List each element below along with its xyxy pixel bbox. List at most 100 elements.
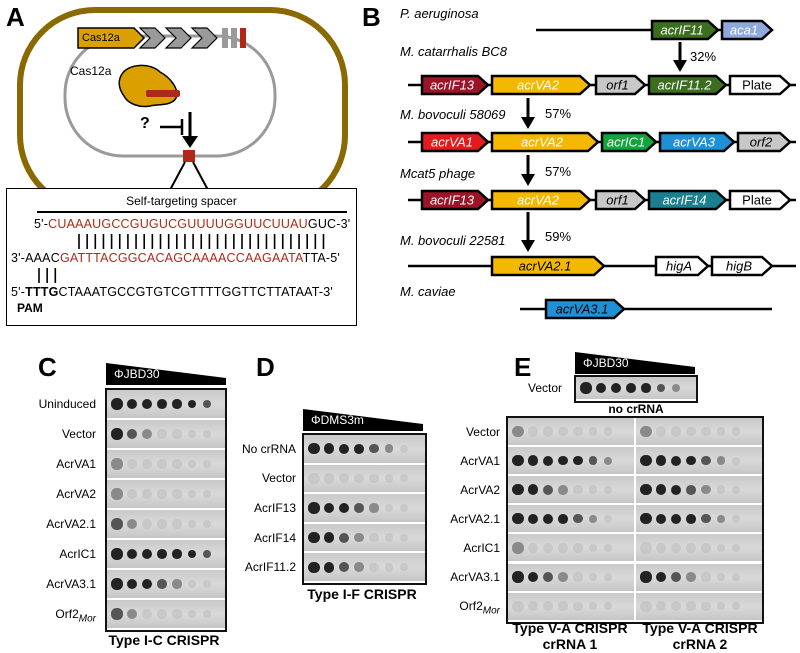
plaque-spot: [126, 548, 138, 560]
plaque-spot: [399, 474, 409, 483]
plaque-spot: [323, 561, 335, 573]
gene-arrow-acrva3-1: [544, 298, 626, 320]
plaque-spot: [701, 485, 711, 495]
plaque-spot: [308, 472, 320, 484]
plasmid-ring: [63, 34, 277, 158]
plaque-spot: [354, 473, 364, 484]
plaque-spot: [701, 426, 711, 437]
plaque-spot: [686, 572, 696, 582]
plaque-spot: [603, 572, 613, 582]
plaque-spot: [369, 533, 379, 543]
gene-label-acrif14: acrIF14: [662, 193, 706, 208]
plaque-spot: [369, 473, 379, 483]
gene-arrow-acrif11: [650, 19, 720, 41]
zoom-line-left: [169, 161, 186, 191]
plaque-spot: [716, 514, 726, 524]
plaque-spot: [369, 562, 379, 572]
plaque-spot: [558, 514, 568, 524]
plaque-spot: [187, 549, 197, 559]
plaque-spot: [573, 426, 583, 437]
gene-arrow-orf1: [594, 189, 647, 211]
plaque-spot: [187, 519, 197, 529]
plaque-spot: [202, 489, 212, 499]
plaque-spot: [640, 571, 652, 583]
plaque-spot: [731, 602, 741, 611]
plaque-spot: [603, 514, 613, 523]
plaque-spot: [512, 513, 524, 525]
title-va-crrna1-line2: crRNA 1: [542, 636, 598, 652]
plaque-spot: [141, 398, 153, 410]
gene-label-higa: higA: [666, 259, 692, 274]
pairing-lines-bottom: [38, 268, 57, 283]
spacer-box-title: Self-targeting spacer: [126, 194, 237, 208]
gene-label-plate: Plate: [742, 193, 772, 208]
gene-arrow-orf1: [594, 74, 647, 96]
cas-chevron-3: [190, 27, 218, 49]
plaque-spot: [542, 455, 554, 466]
plaque-spot: [111, 398, 123, 410]
gene-arrow-acrva2-1: [490, 255, 606, 277]
plaque-spot: [141, 518, 153, 530]
plaque-spot: [369, 503, 379, 513]
organism-m-catarrhalis: M. catarrhalis BC8: [400, 44, 507, 59]
row-label: AcrVA1: [56, 457, 96, 471]
crrna-divider: [634, 418, 636, 622]
plaque-spot: [126, 608, 138, 620]
plaque-spot: [686, 543, 696, 553]
plaque-spot: [640, 513, 652, 525]
plaque-spot: [111, 428, 123, 440]
plaque-spot: [603, 543, 613, 553]
homology-arrow-3-head: [521, 174, 535, 186]
repeat-1: [222, 28, 228, 48]
plaque-spot: [172, 549, 182, 559]
gene-arrow-orf2: [736, 131, 792, 153]
phage-label-c: ΦJBD30: [114, 367, 160, 381]
plaque-spot: [527, 484, 539, 496]
plaque-spot: [542, 484, 554, 495]
row-label: AcrVA3.1: [46, 577, 96, 591]
plaque-spot: [558, 543, 568, 553]
plaque-spot: [172, 519, 182, 529]
plaque-spot: [338, 562, 350, 573]
gene-arrow-acric1: [600, 131, 658, 153]
plaque-spot: [588, 456, 598, 465]
plaque-spot: [542, 513, 554, 524]
plaque-spot: [603, 602, 613, 611]
crrna: [146, 90, 180, 97]
phage-titration-d: ΦDMS3m: [303, 409, 423, 431]
organism-m-bovoculi-22581: M. bovoculi 22581: [400, 233, 506, 248]
plaque-spot: [172, 429, 182, 439]
plaque-spot: [308, 561, 320, 573]
plaque-spot: [126, 398, 138, 410]
identity-57a: 57%: [545, 106, 572, 121]
title-type-ic: Type I-C CRISPR: [108, 632, 220, 648]
plaque-spot: [670, 571, 682, 583]
plate-vector-no-crrna: [574, 375, 698, 403]
titration-wedge-e: [575, 352, 695, 374]
row-label: Uninduced: [38, 397, 96, 411]
plaque-spot: [558, 572, 568, 582]
pairing-lines-top: [78, 234, 325, 249]
plaque-spot: [126, 488, 138, 500]
plaque-spot: [384, 503, 394, 513]
plaque-spot: [338, 502, 350, 514]
plaque-spot: [172, 489, 182, 499]
plaque-spot: [338, 532, 350, 543]
gene-label-acrva2-1: acrVA2.1: [519, 259, 572, 274]
plaque-spot: [126, 578, 138, 590]
plaque-spot: [671, 383, 681, 393]
crrna-sequence: 5'-CUAAAUGCCGUGUCGUUUUGGUUCUUAUGUC-3': [34, 217, 350, 231]
title-va-crrna2-line2: crRNA 2: [672, 636, 728, 652]
target-5prime: TTA-5': [302, 251, 341, 265]
panel-d-label: D: [256, 352, 275, 382]
cas-chevron-2: [164, 27, 192, 49]
plaque-spot: [655, 484, 667, 496]
row-label: AcrVA1: [460, 453, 500, 468]
panel-e-label: E: [514, 352, 532, 382]
plaque-spot: [172, 609, 182, 619]
plaque-spot: [202, 399, 212, 409]
gene-arrow-plate: [728, 74, 792, 96]
gene-label-plate: Plate: [742, 78, 772, 93]
row-label: AcrVA3.1: [450, 570, 500, 585]
